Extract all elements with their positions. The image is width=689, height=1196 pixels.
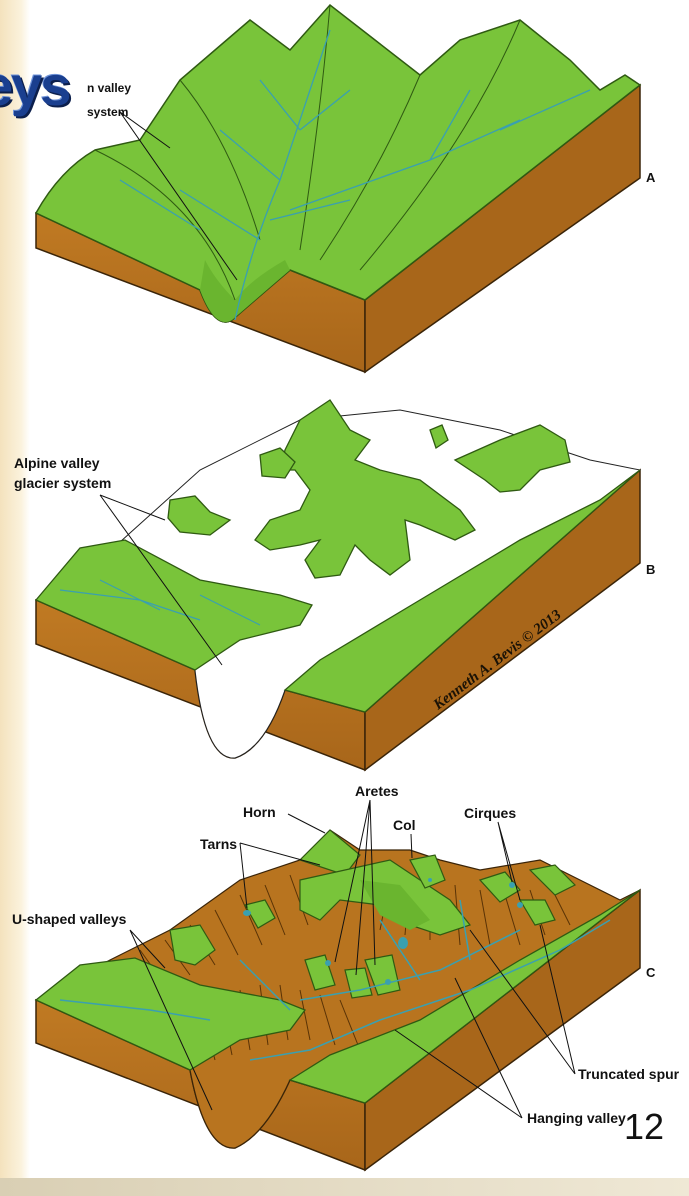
label-hanging-valley: Hanging valley [527,1110,626,1126]
panel-b-block [36,400,640,770]
panel-a-letter: A [646,170,656,185]
label-col: Col [393,817,416,833]
label-aretes: Aretes [355,783,399,799]
panel-b-label-line1: Alpine valley [14,455,100,471]
label-u-shaped-valleys: U-shaped valleys [12,911,127,927]
slide-title-fragment: eys [0,58,69,114]
slide-footer-strip [0,1178,689,1196]
label-cirques: Cirques [464,805,516,821]
label-truncated-spur: Truncated spur [578,1066,680,1082]
panel-b-label-line2: glacier system [14,475,111,491]
label-horn: Horn [243,804,276,820]
slide-number: 12 [624,1109,664,1145]
panel-b-letter: B [646,562,655,577]
panel-a-block [36,5,640,372]
panel-a-label-line1: n valley [87,81,131,95]
panel-c-letter: C [646,965,656,980]
label-tarns: Tarns [200,836,237,852]
panel-a-label-line2: system [87,105,128,119]
